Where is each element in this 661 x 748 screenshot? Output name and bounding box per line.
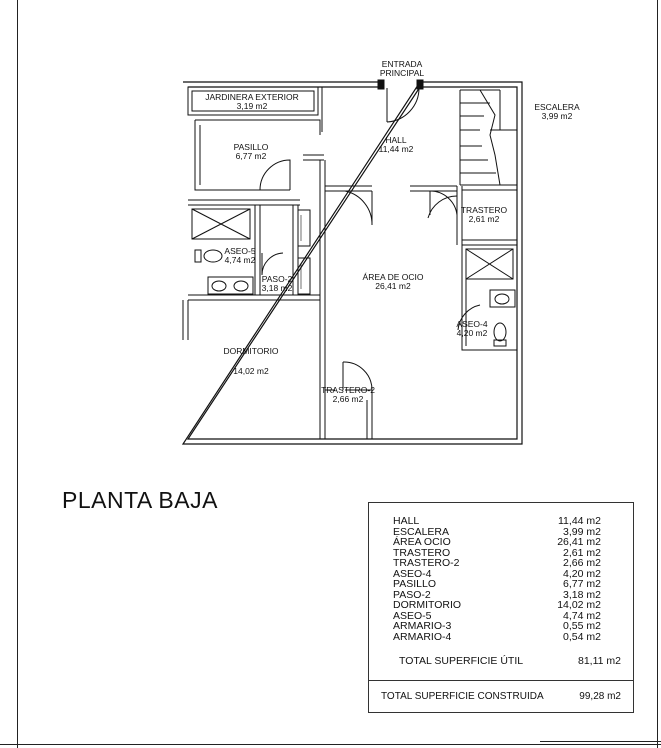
summary-row: ASEO-5 4,74 m2 [393,609,615,622]
summary-row-name: ÁREA OCIO [393,536,451,548]
room-label-aseo5: ASEO-5 4,74 m2 [224,247,255,265]
room-area: 3,18 m2 [261,283,293,293]
door-swings [259,159,481,391]
summary-row-name: ARMARIO-4 [393,630,452,643]
summary-row-value: 26,41 m2 [557,536,601,548]
interior-walls [182,87,517,439]
room-label-jardinera: JARDINERA EXTERIOR 3,19 m2 [205,93,299,111]
room-area: 3,99 m2 [541,111,573,121]
room-name: ASEO-5 [224,246,256,256]
entrance-label-line1: ENTRADA [381,59,423,69]
total-construida-label: TOTAL SUPERFICIE CONSTRUIDA [381,691,544,702]
room-area: 14,02 m2 [233,366,269,376]
armarios [297,209,311,295]
summary-row-value: 6,77 m2 [563,578,601,590]
room-area: 3,19 m2 [236,101,268,111]
room-label-dormitorio: DORMITORIO 14,02 m2 [223,341,278,381]
summary-row: ASEO-4 4,20 m2 [393,567,615,580]
room-area: 2,66 m2 [332,394,364,404]
summary-row: ÁREA OCIO 26,41 m2 [393,537,615,548]
sheet-bottom-rule [0,744,661,745]
entrance-label: ENTRADA PRINCIPAL [380,60,424,78]
room-area: 4,20 m2 [456,328,488,338]
summary-row: DORMITORIO 14,02 m2 [393,600,615,611]
summary-rows: HALL 11,44 m2 ESCALERA 3,99 m2 ÁREA OCIO 26,4… [393,516,615,642]
summary-row-name: TRASTERO-2 [393,557,460,569]
room-area: 26,41 m2 [375,281,411,291]
staircase [459,89,518,186]
total-util-value: 81,11 m2 [578,655,621,667]
room-name: PASO-2 [261,274,293,284]
summary-row-name: PASO-2 [393,588,431,601]
summary-row: PASO-2 3,18 m2 [393,588,615,601]
room-name: PASILLO [233,142,269,152]
toilet-aseo5 [194,249,223,263]
summary-row-value: 0,54 m2 [563,630,601,643]
summary-row-value: 2,66 m2 [563,557,601,569]
summary-row-value: 14,02 m2 [557,599,601,611]
summary-row-name: ARMARIO-3 [393,620,452,632]
entrance-door [377,79,424,123]
plan-title: PLANTA BAJA [62,487,218,513]
room-name: ÁREA DE OCIO [362,272,424,282]
room-label-paso2: PASO-2 3,18 m2 [262,275,293,293]
summary-row-name: ESCALERA [393,525,450,538]
summary-row-name: HALL [393,515,420,527]
summary-row-value: 2,61 m2 [563,546,601,559]
shower-aseo4 [465,248,514,280]
room-area: 6,77 m2 [235,151,267,161]
room-label-area-ocio: ÁREA DE OCIO 26,41 m2 [363,273,424,291]
summary-row: TRASTERO-2 2,66 m2 [393,558,615,569]
sheet-bottom-rule-corner [540,741,661,742]
room-name: TRASTERO [460,205,508,215]
room-area: 2,61 m2 [468,214,500,224]
summary-row-name: ASEO-4 [393,567,432,580]
summary-row-name: ASEO-5 [393,609,432,622]
room-area: 11,44 m2 [378,144,414,154]
room-name: TRASTERO-2 [321,385,375,395]
summary-row-value: 4,74 m2 [563,609,601,622]
room-label-hall: HALL 11,44 m2 [379,136,414,154]
summary-row-value: 3,99 m2 [563,525,601,538]
summary-row-value: 0,55 m2 [563,620,601,632]
summary-row: HALL 11,44 m2 [393,516,615,527]
summary-row-value: 3,18 m2 [563,588,601,601]
toilet-aseo4 [493,322,507,347]
room-area: 4,74 m2 [224,255,256,265]
room-name: JARDINERA EXTERIOR [205,92,299,102]
summary-row-value: 4,20 m2 [563,567,601,580]
room-label-pasillo: PASILLO 6,77 m2 [234,143,269,161]
shower-aseo5 [191,208,251,240]
summary-row-name: TRASTERO [393,546,451,559]
total-util-label: TOTAL SUPERFICIE ÚTIL [399,655,524,667]
summary-divider [369,680,633,681]
summary-row-name: PASILLO [393,578,436,590]
summary-row-name: DORMITORIO [393,599,462,611]
room-label-trastero: TRASTERO 2,61 m2 [461,206,507,224]
entrance-label-line2: PRINCIPAL [379,68,425,78]
total-construida-value: 99,28 m2 [579,691,621,702]
summary-row: PASILLO 6,77 m2 [393,579,615,590]
room-name: DORMITORIO [223,346,279,356]
room-label-escalera: ESCALERA 3,99 m2 [534,103,579,121]
room-label-trastero2: TRASTERO-2 2,66 m2 [321,386,375,404]
washbasin-aseo4 [489,289,516,308]
summary-row: TRASTERO 2,61 m2 [393,546,615,559]
summary-row: ARMARIO-3 0,55 m2 [393,621,615,632]
room-name: HALL [385,135,407,145]
summary-row: ARMARIO-4 0,54 m2 [393,630,615,643]
summary-row: ESCALERA 3,99 m2 [393,525,615,538]
sheet-frame [17,0,658,748]
room-label-aseo4: ASEO-4 4,20 m2 [456,320,487,338]
summary-row-value: 11,44 m2 [558,515,601,527]
total-construida-row: TOTAL SUPERFICIE CONSTRUIDA 99,28 m2 [381,691,621,702]
area-summary-table: HALL 11,44 m2 ESCALERA 3,99 m2 ÁREA OCIO 26,4… [368,502,634,713]
room-name: ASEO-4 [456,319,488,329]
washbasin-aseo5 [207,276,254,295]
total-util-row: TOTAL SUPERFICIE ÚTIL 81,11 m2 [399,655,621,667]
room-name: ESCALERA [534,102,580,112]
